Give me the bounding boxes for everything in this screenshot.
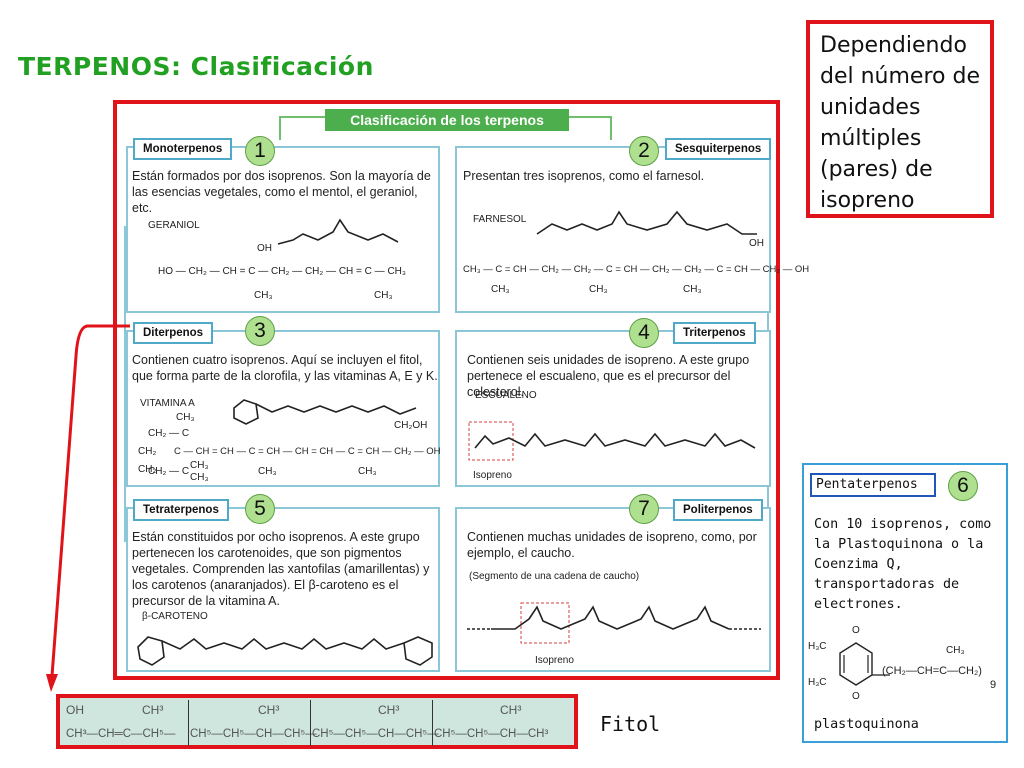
tab-sesquiterpenos: Sesquiterpenos: [665, 138, 772, 160]
geraniol-skeleton-icon: [277, 218, 399, 245]
plastoquinone-chain: (CH₂—CH=C—CH₂): [882, 665, 982, 677]
fitol-bottom-2: CH⁵—CH⁵—CH—CH⁵—: [312, 728, 439, 740]
isoprene-label: Isopreno: [473, 470, 512, 481]
classification-callout: Dependiendo del número de unidades múlti…: [806, 20, 994, 218]
vitamin-a-ch2-a: CH₂ — C: [148, 428, 190, 439]
badge-4: 4: [629, 318, 659, 348]
tab-monoterpenos: Monoterpenos: [133, 138, 233, 160]
fitol-top-2: CH³: [258, 703, 280, 717]
badge-3: 3: [245, 316, 275, 346]
figure-heading: Clasificación de los terpenos: [325, 109, 569, 131]
farnesol-ch3-c: CH₃: [683, 284, 702, 295]
panel-politerpenos: Contienen muchas unidades de isopreno, c…: [455, 507, 771, 672]
tab-politerpenos: Politerpenos: [673, 499, 763, 521]
pentaterpenos-text: Con 10 isoprenos, como la Plastoquinona …: [814, 517, 992, 612]
panel-text: Contienen cuatro isoprenos. Aquí se incl…: [132, 353, 438, 383]
fitol-top-3: CH³: [378, 703, 400, 717]
panel-triterpenos: Contienen seis unidades de isopreno. A e…: [455, 330, 771, 487]
plastoquinone-ch3: CH₃: [946, 645, 965, 656]
diterpene-to-fitol-arrow: [46, 324, 130, 692]
fitol-bottom-0: CH³—CH═C—CH⁵—: [66, 728, 176, 740]
molecule-label: GERANIOL: [148, 220, 200, 231]
panel-monoterpenos: Están formados por dos isoprenos. Son la…: [126, 146, 440, 313]
vitamin-a-ch2-b: CH₂: [138, 446, 157, 457]
plastoquinone-h3c-top: H₃C: [808, 641, 827, 652]
terpene-classification-figure: Clasificación de los terpenos Están form…: [113, 100, 809, 680]
badge-1: 1: [245, 136, 275, 166]
badge-6: 6: [948, 471, 978, 501]
callout-text: Dependiendo del número de unidades múlti…: [820, 33, 980, 213]
panel-text: Están constituidos por ocho isoprenos. A…: [132, 530, 430, 608]
plastoquinona-caption: plastoquinona: [814, 717, 919, 732]
molecule-label: VITAMINA A: [140, 398, 195, 409]
vitamin-a-ch3-c: CH₃: [258, 466, 277, 477]
plastoquinone-o-bottom: O: [852, 691, 860, 702]
vitamin-a-ch3-a: CH₃: [190, 460, 209, 471]
farnesol-skeleton-icon: [536, 210, 757, 235]
farnesol-oh: OH: [749, 238, 764, 249]
tab-diterpenos: Diterpenos: [133, 322, 214, 344]
geraniol-oh: OH: [257, 243, 272, 254]
badge-5: 5: [245, 494, 275, 524]
molecule-label: (Segmento de una cadena de caucho): [469, 571, 640, 582]
plastoquinone-o-top: O: [852, 625, 860, 636]
panel-text: Contienen seis unidades de isopreno. A e…: [467, 353, 750, 399]
tab-pentaterpenos: Pentaterpenos: [810, 473, 936, 497]
vitamin-a-ch3-b: CH₃: [190, 472, 209, 483]
vitamin-a-ch2oh: CH₂OH: [394, 420, 428, 431]
tab-triterpenos: Triterpenos: [673, 322, 756, 344]
panel-tetraterpenos: Están constituidos por ocho isoprenos. A…: [126, 507, 440, 672]
fitol-bottom-3: CH⁵—CH⁵—CH—CH³: [434, 728, 549, 740]
rubber-chain-skeleton-icon: [467, 602, 761, 644]
panel-pentaterpenos: Pentaterpenos 6 Con 10 isoprenos, como l…: [802, 463, 1008, 743]
page-title: TERPENOS: Clasificación: [18, 52, 374, 81]
fitol-top-4: CH³: [500, 703, 522, 717]
farnesol-formula: CH₃ — C = CH — CH₂ — CH₂ — C = CH — CH₂ …: [463, 264, 810, 275]
vitamin-a-ch3-d: CH₃: [358, 466, 377, 477]
fitol-structure: OH CH³ CH³ CH³ CH³ CH³—CH═C—CH⁵— CH⁵—CH⁵…: [56, 694, 578, 749]
molecule-label: β-CAROTENO: [142, 611, 208, 622]
vitamin-a-ch3-top: CH₃: [176, 412, 195, 423]
plastoquinone-n: 9: [990, 679, 997, 691]
geraniol-ch3-b: CH₃: [374, 290, 393, 301]
panel-text: Están formados por dos isoprenos. Son la…: [132, 169, 431, 215]
badge-7: 7: [629, 494, 659, 524]
panel-text: Contienen muchas unidades de isopreno, c…: [467, 530, 757, 560]
tab-tetraterpenos: Tetraterpenos: [133, 499, 229, 521]
vitamin-a-ch2-d: CH₂ — C: [148, 466, 190, 477]
geraniol-ch3-a: CH₃: [254, 290, 273, 301]
panel-text: Presentan tres isoprenos, como el farnes…: [463, 169, 705, 183]
squalene-skeleton-icon: [468, 421, 756, 461]
fitol-top-1: CH³: [142, 703, 164, 717]
farnesol-ch3-b: CH₃: [589, 284, 608, 295]
isoprene-label: Isopreno: [535, 655, 574, 666]
vitamin-a-skeleton-icon: [233, 399, 417, 425]
geraniol-formula: HO — CH₂ — CH = C — CH₂ — CH₂ — CH = C —…: [158, 266, 406, 277]
fitol-top-0: OH: [66, 703, 84, 717]
vitamin-a-chain: C — CH = CH — C = CH — CH = CH — C = CH …: [174, 446, 441, 457]
badge-2: 2: [629, 136, 659, 166]
molecule-label: ESCUALENO: [475, 390, 537, 401]
plastoquinone-h3c-bottom: H₃C: [808, 677, 827, 688]
farnesol-ch3-a: CH₃: [491, 284, 510, 295]
fitol-divider: [432, 700, 433, 746]
fitol-divider: [310, 700, 311, 746]
fitol-divider: [188, 700, 189, 746]
panel-sesquiterpenos: Presentan tres isoprenos, como el farnes…: [455, 146, 809, 313]
fitol-label: Fitol: [600, 712, 661, 736]
plastoquinone-structure-icon: [839, 642, 890, 686]
vitamin-a-ch2-c: CH₂: [138, 464, 157, 475]
fitol-bottom-1: CH⁵—CH⁵—CH—CH⁵—: [190, 728, 317, 740]
molecule-label: FARNESOL: [473, 214, 527, 225]
panel-diterpenos: Contienen cuatro isoprenos. Aquí se incl…: [126, 330, 441, 487]
beta-carotene-skeleton-icon: [137, 636, 433, 666]
